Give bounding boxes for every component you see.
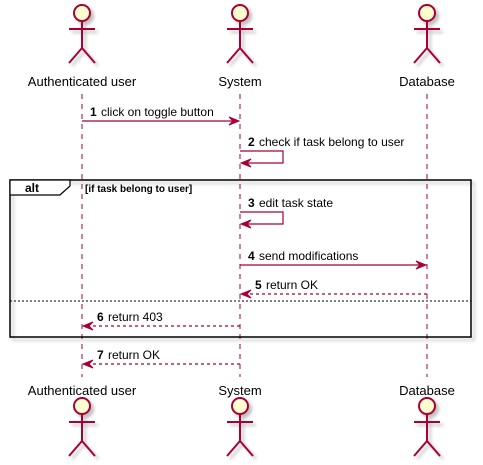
- message-4: 4 send modifications: [240, 249, 428, 270]
- actor-stick-figure-icon: [413, 4, 441, 64]
- actor-stick-figure-icon: [68, 397, 96, 457]
- alt-fragment-frame: [9, 179, 472, 338]
- message-arrow: [240, 211, 284, 225]
- messages: 1 click on toggle button 2 check if task be…: [81, 105, 428, 369]
- actor-stick-figure-icon: [68, 4, 96, 64]
- message-label: check if task belong to user: [259, 135, 404, 149]
- message-5: 5 return OK: [239, 278, 427, 299]
- message-arrow: [240, 150, 284, 164]
- actor-name-db-top: Database: [399, 74, 455, 89]
- message-label: return OK: [266, 278, 318, 292]
- message-2: 2 check if task belong to user: [239, 135, 404, 168]
- message-number: 2: [248, 135, 255, 149]
- message-number: 5: [255, 278, 262, 292]
- message-6: 6 return 403: [81, 310, 240, 331]
- message-label: edit task state: [259, 196, 333, 210]
- actor-stick-figure-icon: [413, 397, 441, 457]
- alt-fragment-tab: [9, 179, 71, 196]
- message-7: 7 return OK: [81, 348, 240, 369]
- message-number: 3: [248, 196, 255, 210]
- alt-fragment: alt [if task belong to user]: [9, 179, 472, 338]
- lifelines: [81, 94, 428, 377]
- actor-name-user-top: Authenticated user: [28, 74, 137, 89]
- message-label: return OK: [108, 348, 160, 362]
- message-number: 1: [90, 105, 97, 119]
- actor-name-system-top: System: [218, 74, 261, 89]
- message-number: 6: [97, 310, 104, 324]
- actor-name-db-bottom: Database: [399, 383, 455, 398]
- message-3: 3 edit task state: [239, 196, 333, 229]
- message-label: return 403: [108, 310, 163, 324]
- alt-fragment-guard: [if task belong to user]: [85, 184, 192, 195]
- actor-stick-figure-icon: [226, 4, 254, 64]
- actor-stick-figure-icon: [226, 397, 254, 457]
- message-label: send modifications: [259, 249, 358, 263]
- message-number: 7: [97, 348, 104, 362]
- message-label: click on toggle button: [101, 105, 214, 119]
- actor-name-user-bottom: Authenticated user: [28, 383, 137, 398]
- message-number: 4: [248, 249, 255, 263]
- alt-fragment-label: alt: [25, 181, 39, 195]
- actor-name-system-bottom: System: [218, 383, 261, 398]
- message-1: 1 click on toggle button: [82, 105, 241, 126]
